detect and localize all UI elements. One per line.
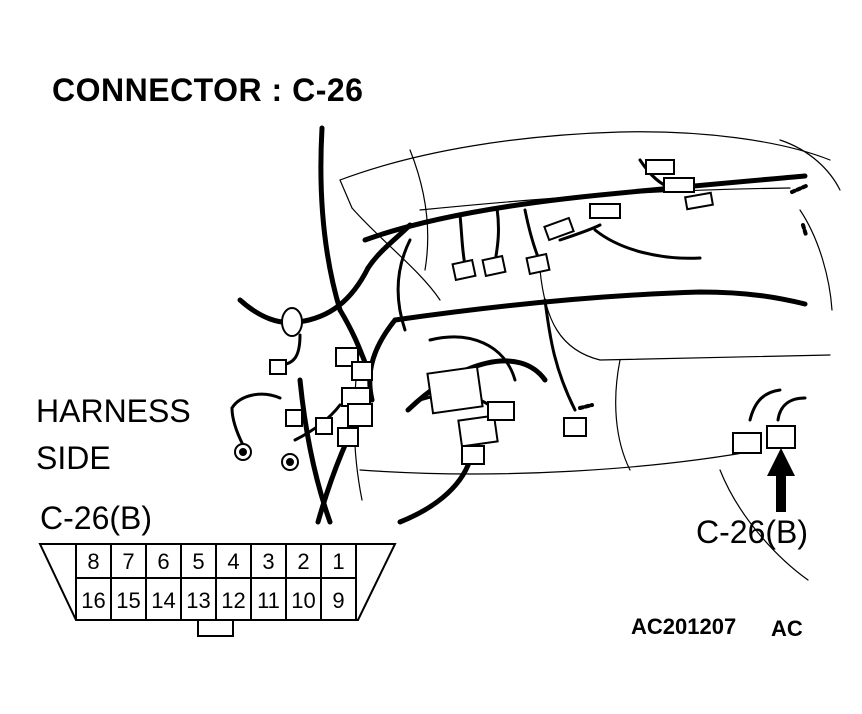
- pin-label: 16: [81, 588, 106, 613]
- pin-label: 13: [186, 588, 211, 613]
- pin-label: 2: [297, 549, 310, 574]
- connector-c26b: [766, 425, 796, 449]
- wire-ends: [578, 184, 808, 410]
- connector-face-outline: [38, 543, 397, 637]
- pin-label: 3: [262, 549, 275, 574]
- pin-label: 14: [151, 588, 176, 613]
- pin-label: 6: [157, 549, 170, 574]
- pin-label: 15: [116, 588, 141, 613]
- pin-label: 4: [227, 549, 240, 574]
- grommet-icon: [281, 307, 303, 337]
- figure-code: AC201207: [631, 614, 737, 639]
- connector-c26b-neighbor: [732, 432, 762, 454]
- pin-label: 10: [291, 588, 316, 613]
- pin-label: 7: [122, 549, 135, 574]
- harness-side-label-line1: HARNESS: [36, 393, 191, 429]
- page-title: CONNECTOR : C-26: [52, 72, 364, 108]
- pin-label: 1: [332, 549, 345, 574]
- pin-label: 9: [332, 588, 345, 613]
- figure-code-suffix: AC: [771, 616, 803, 641]
- harness-side-label-line2: SIDE: [36, 440, 111, 476]
- pin-label: 5: [192, 549, 205, 574]
- pin-label: 8: [87, 549, 100, 574]
- pin-label: 11: [257, 588, 280, 613]
- harness-wires: [237, 125, 808, 525]
- connector-face-label: C-26(B): [40, 500, 153, 536]
- harness-connectors: [269, 159, 796, 465]
- location-arrow-icon: [767, 448, 795, 512]
- pin-label: 12: [221, 588, 246, 613]
- connector-location-label: C-26(B): [696, 514, 809, 550]
